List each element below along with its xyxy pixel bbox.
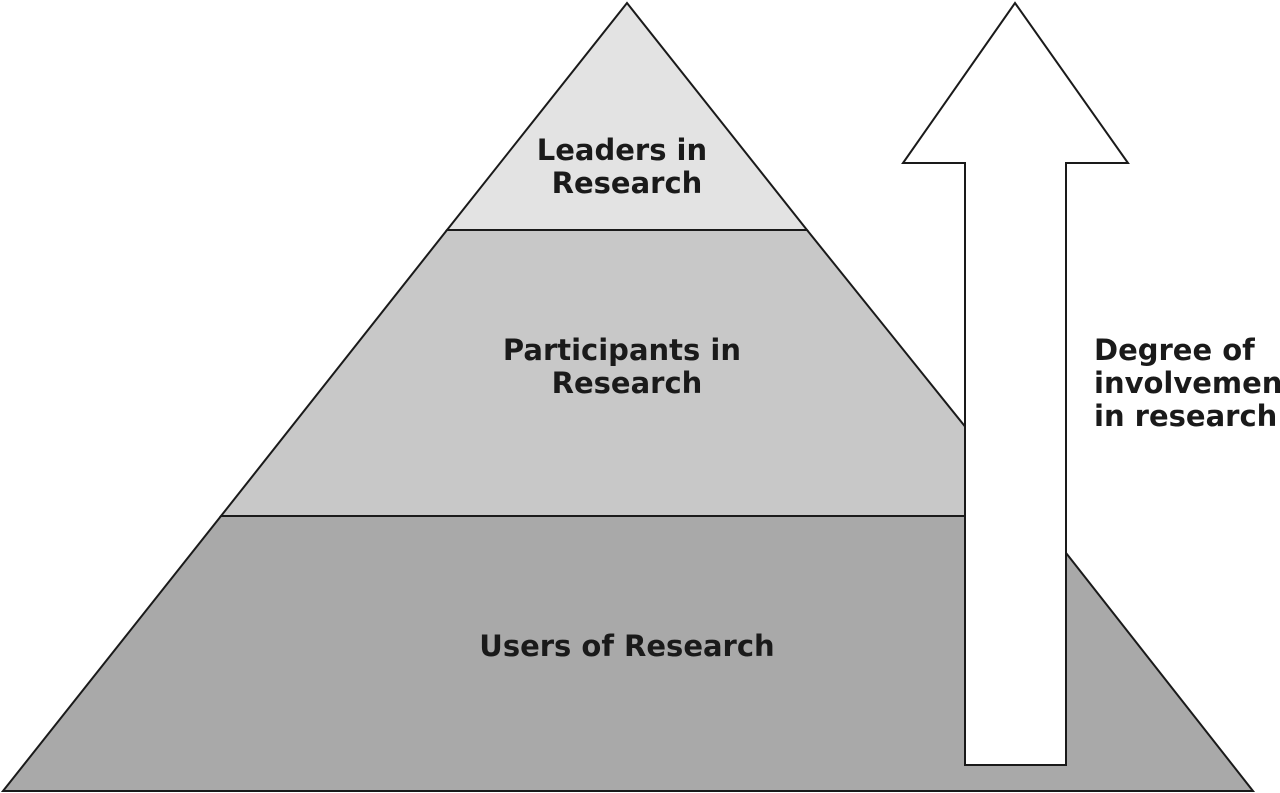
- tier-label-leaders: Leaders in Research: [537, 133, 718, 200]
- tier-label-participants: Participants in Research: [503, 333, 751, 400]
- arrow-label-line-1: Degree of: [1094, 333, 1255, 367]
- tier-label-participants-line-1: Participants in: [503, 333, 741, 367]
- tier-label-leaders-line-2: Research: [552, 166, 703, 200]
- tier-bottom-users: [0, 515, 1256, 792]
- arrow-label-line-2: involvement: [1094, 366, 1280, 400]
- arrow-label-line-3: in research: [1094, 399, 1277, 433]
- tier-label-users-line-1: Users of Research: [479, 629, 774, 663]
- tier-label-participants-line-2: Research: [552, 366, 703, 400]
- tier-label-leaders-line-1: Leaders in: [537, 133, 707, 167]
- arrow-label: Degree of involvement in research: [1094, 333, 1280, 433]
- involvement-arrow: [901, 1, 1130, 766]
- tier-label-users: Users of Research: [479, 629, 774, 663]
